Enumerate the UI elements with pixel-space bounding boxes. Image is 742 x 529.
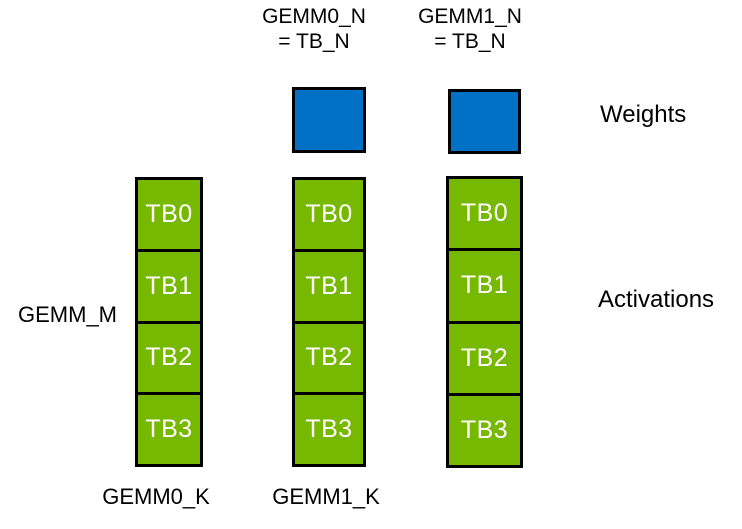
- tb-cell: TB3: [295, 392, 363, 464]
- label-gemm-m: GEMM_M: [18, 302, 117, 327]
- label-gemm1-k: GEMM1_K: [272, 484, 380, 509]
- tb-cell: TB0: [460, 199, 509, 228]
- tb-cell: TB3: [449, 392, 520, 465]
- tb-cell: TB1: [138, 248, 200, 321]
- tb-cell: TB1: [295, 248, 363, 321]
- tb-cell: TB2: [295, 320, 363, 393]
- label-weights: Weights: [600, 101, 687, 128]
- tb-cell: TB0: [305, 199, 353, 228]
- weights-tile-gemm0: [292, 87, 366, 153]
- label-gemm1-n: GEMM1_N = TB_N: [418, 5, 522, 53]
- tb-cell: TB2: [449, 320, 520, 393]
- tb-cell: TB1: [449, 248, 520, 320]
- activations-column-gemm1: TB0 TB1 TB2 TB3: [446, 176, 523, 468]
- tb-cell: TB2: [138, 320, 200, 393]
- activations-column-left: TB0 TB1 TB2 TB3: [135, 177, 203, 467]
- label-gemm0-n: GEMM0_N = TB_N: [262, 5, 366, 53]
- activations-column-gemm0: TB0 TB1 TB2 TB3: [292, 177, 366, 467]
- label-activations: Activations: [598, 286, 715, 313]
- weights-tile-gemm1: [448, 89, 521, 154]
- label-gemm0-k: GEMM0_K: [102, 484, 210, 509]
- tb-cell: TB3: [138, 392, 200, 464]
- tb-cell: TB0: [145, 199, 193, 228]
